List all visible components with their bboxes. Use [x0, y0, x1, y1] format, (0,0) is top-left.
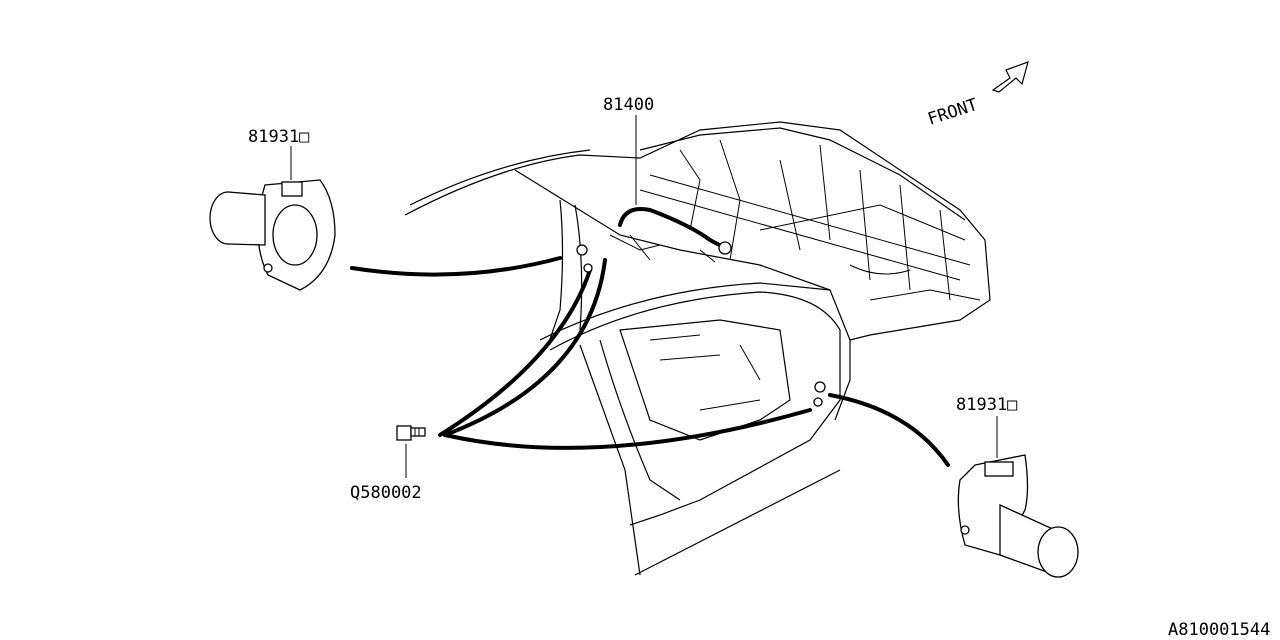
connector-part-left — [209, 179, 336, 291]
label-81931-left: 81931□ — [248, 127, 310, 147]
label-81931-right: 81931□ — [956, 395, 1018, 415]
label-81400: 81400 — [603, 95, 654, 115]
leader-lines — [290, 115, 998, 478]
bolt-part — [396, 425, 426, 441]
diagram-id: A810001544 — [1168, 620, 1270, 640]
label-front: FRONT — [925, 95, 980, 130]
vehicle-body-frame — [404, 121, 991, 576]
wiring-harness-81400 — [350, 207, 950, 467]
connector-part-right — [957, 454, 1079, 578]
label-q580002: Q580002 — [350, 483, 422, 503]
front-arrow-icon — [991, 61, 1029, 93]
